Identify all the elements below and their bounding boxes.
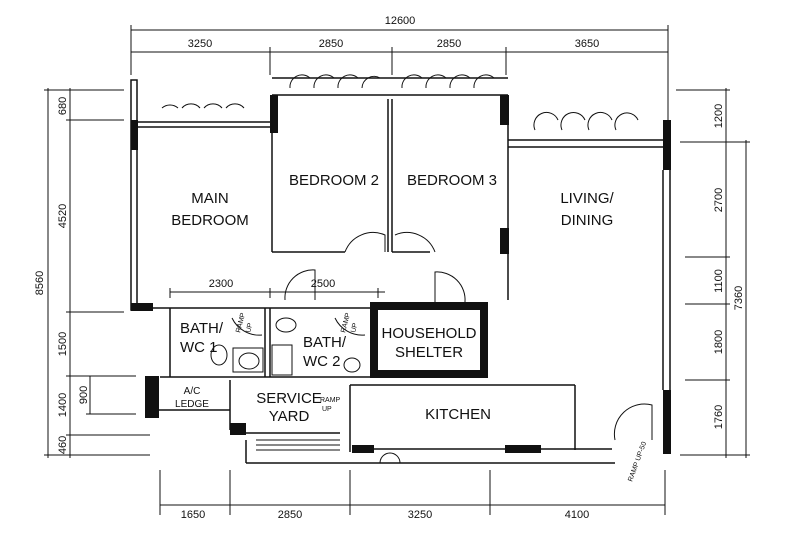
dim-left: 460 (57, 436, 69, 454)
dim-bottom: 2850 (278, 509, 302, 521)
room-bath-1: BATH/ (180, 320, 224, 337)
entrance-ramp-label: RAMP UP-50 (627, 441, 648, 483)
dim-top: 2850 (319, 38, 343, 50)
dim-right: 1200 (713, 104, 725, 128)
room-bath-2: BATH/ (303, 334, 347, 351)
walls (130, 77, 671, 464)
room-household-shelter: SHELTER (395, 344, 463, 361)
dimension-lines (44, 25, 750, 515)
room-bath-1: WC 1 (180, 339, 218, 356)
toilet-icon (275, 317, 297, 333)
fixtures (210, 317, 461, 376)
dim-right: 1100 (713, 269, 725, 293)
sink-icon (343, 357, 361, 373)
sink-icon (238, 352, 260, 370)
room-bedroom-3: BEDROOM 3 (407, 172, 497, 189)
room-kitchen: KITCHEN (425, 406, 491, 423)
dimension-labels: 12600 3250 2850 2850 3650 8560 680 4520 … (34, 15, 745, 521)
room-service-yard: SERVICE (256, 390, 322, 407)
ramp-label: RAMP (320, 397, 341, 404)
dim-right: 2700 (713, 188, 725, 212)
room-bath-2: WC 2 (303, 353, 341, 370)
dim-left: 1400 (57, 393, 69, 417)
room-ac-ledge: LEDGE (175, 399, 209, 410)
room-main-bedroom: MAIN (191, 190, 229, 207)
room-ac-ledge: A/C (184, 386, 201, 397)
room-living-dining: DINING (561, 212, 614, 229)
room-main-bedroom: BEDROOM (171, 212, 249, 229)
room-living-dining: LIVING/ (560, 190, 614, 207)
room-bedroom-2: BEDROOM 2 (289, 172, 379, 189)
dim-corridor: 2500 (311, 278, 335, 290)
ramp-label: UP (322, 406, 332, 413)
room-labels: MAIN BEDROOM BEDROOM 2 BEDROOM 3 LIVING/… (171, 172, 648, 483)
dim-right: 1800 (713, 330, 725, 354)
dim-left-inner: 900 (78, 386, 90, 404)
dim-right: 1760 (713, 405, 725, 429)
dim-top: 3650 (575, 38, 599, 50)
doors (161, 74, 653, 464)
dim-top: 3250 (188, 38, 212, 50)
dim-top-overall: 12600 (385, 15, 416, 27)
ramp-label: UP (245, 322, 254, 334)
room-service-yard: YARD (269, 408, 310, 425)
dim-right-overall: 7360 (733, 286, 745, 310)
ramp-label: UP (350, 322, 359, 334)
toilet-icon (210, 344, 228, 366)
dim-bottom: 1650 (181, 509, 205, 521)
room-household-shelter: HOUSEHOLD (381, 325, 476, 342)
dim-left: 1500 (57, 332, 69, 356)
dim-left: 4520 (57, 204, 69, 228)
dim-top: 2850 (437, 38, 461, 50)
dim-left: 680 (57, 97, 69, 115)
dim-bottom: 3250 (408, 509, 432, 521)
dim-corridor: 2300 (209, 278, 233, 290)
dim-bottom: 4100 (565, 509, 589, 521)
dim-left-overall: 8560 (34, 271, 46, 295)
